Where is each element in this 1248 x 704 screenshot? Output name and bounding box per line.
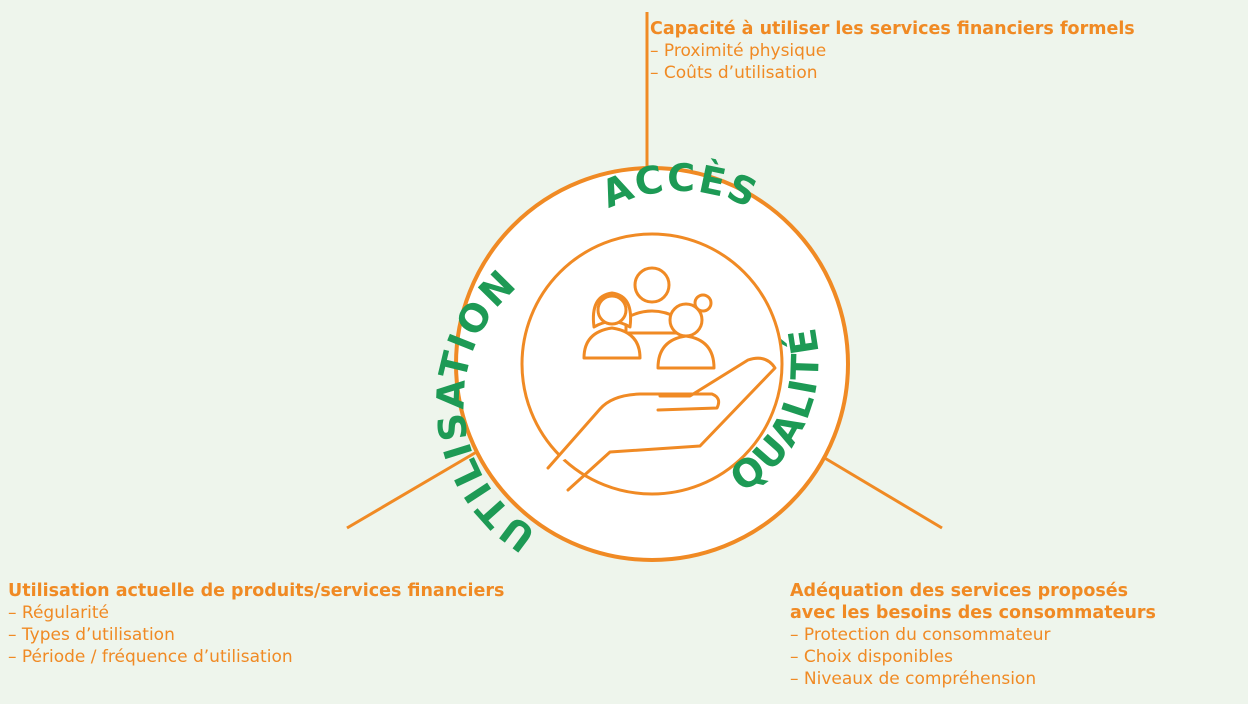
- list-item: – Régularité: [8, 603, 109, 623]
- list-item: – Choix disponibles: [790, 647, 954, 667]
- list-item: – Proximité physique: [650, 41, 827, 61]
- hand-holding-people-icon: [546, 266, 777, 492]
- quality-list: – Protection du consommateur – Choix dis…: [790, 624, 1248, 690]
- quality-heading-line1: Adéquation des services proposés: [790, 581, 1129, 601]
- list-item: – Coûts d’utilisation: [650, 63, 818, 83]
- access-heading: Capacité à utiliser les services financi…: [650, 19, 1135, 39]
- list-item: – Période / fréquence d’utilisation: [8, 647, 293, 667]
- connector-line-left: [346, 445, 486, 530]
- access-description-block: Capacité à utiliser les services financi…: [650, 18, 1248, 84]
- list-item: – Types d’utilisation: [8, 625, 175, 645]
- quality-heading-line2: avec les besoins des consommateurs: [790, 603, 1156, 623]
- usage-description-block: Utilisation actuelle de produits/service…: [8, 580, 648, 668]
- access-list: – Proximité physique – Coûts d’utilisati…: [650, 40, 1248, 84]
- usage-heading: Utilisation actuelle de produits/service…: [8, 581, 505, 601]
- list-item: – Protection du consommateur: [790, 625, 1051, 645]
- list-item: – Niveaux de compréhension: [790, 669, 1037, 689]
- quality-description-block: Adéquation des services proposés avec le…: [790, 580, 1248, 690]
- connector-line-right: [822, 455, 943, 530]
- usage-list: – Régularité – Types d’utilisation – Pér…: [8, 602, 648, 668]
